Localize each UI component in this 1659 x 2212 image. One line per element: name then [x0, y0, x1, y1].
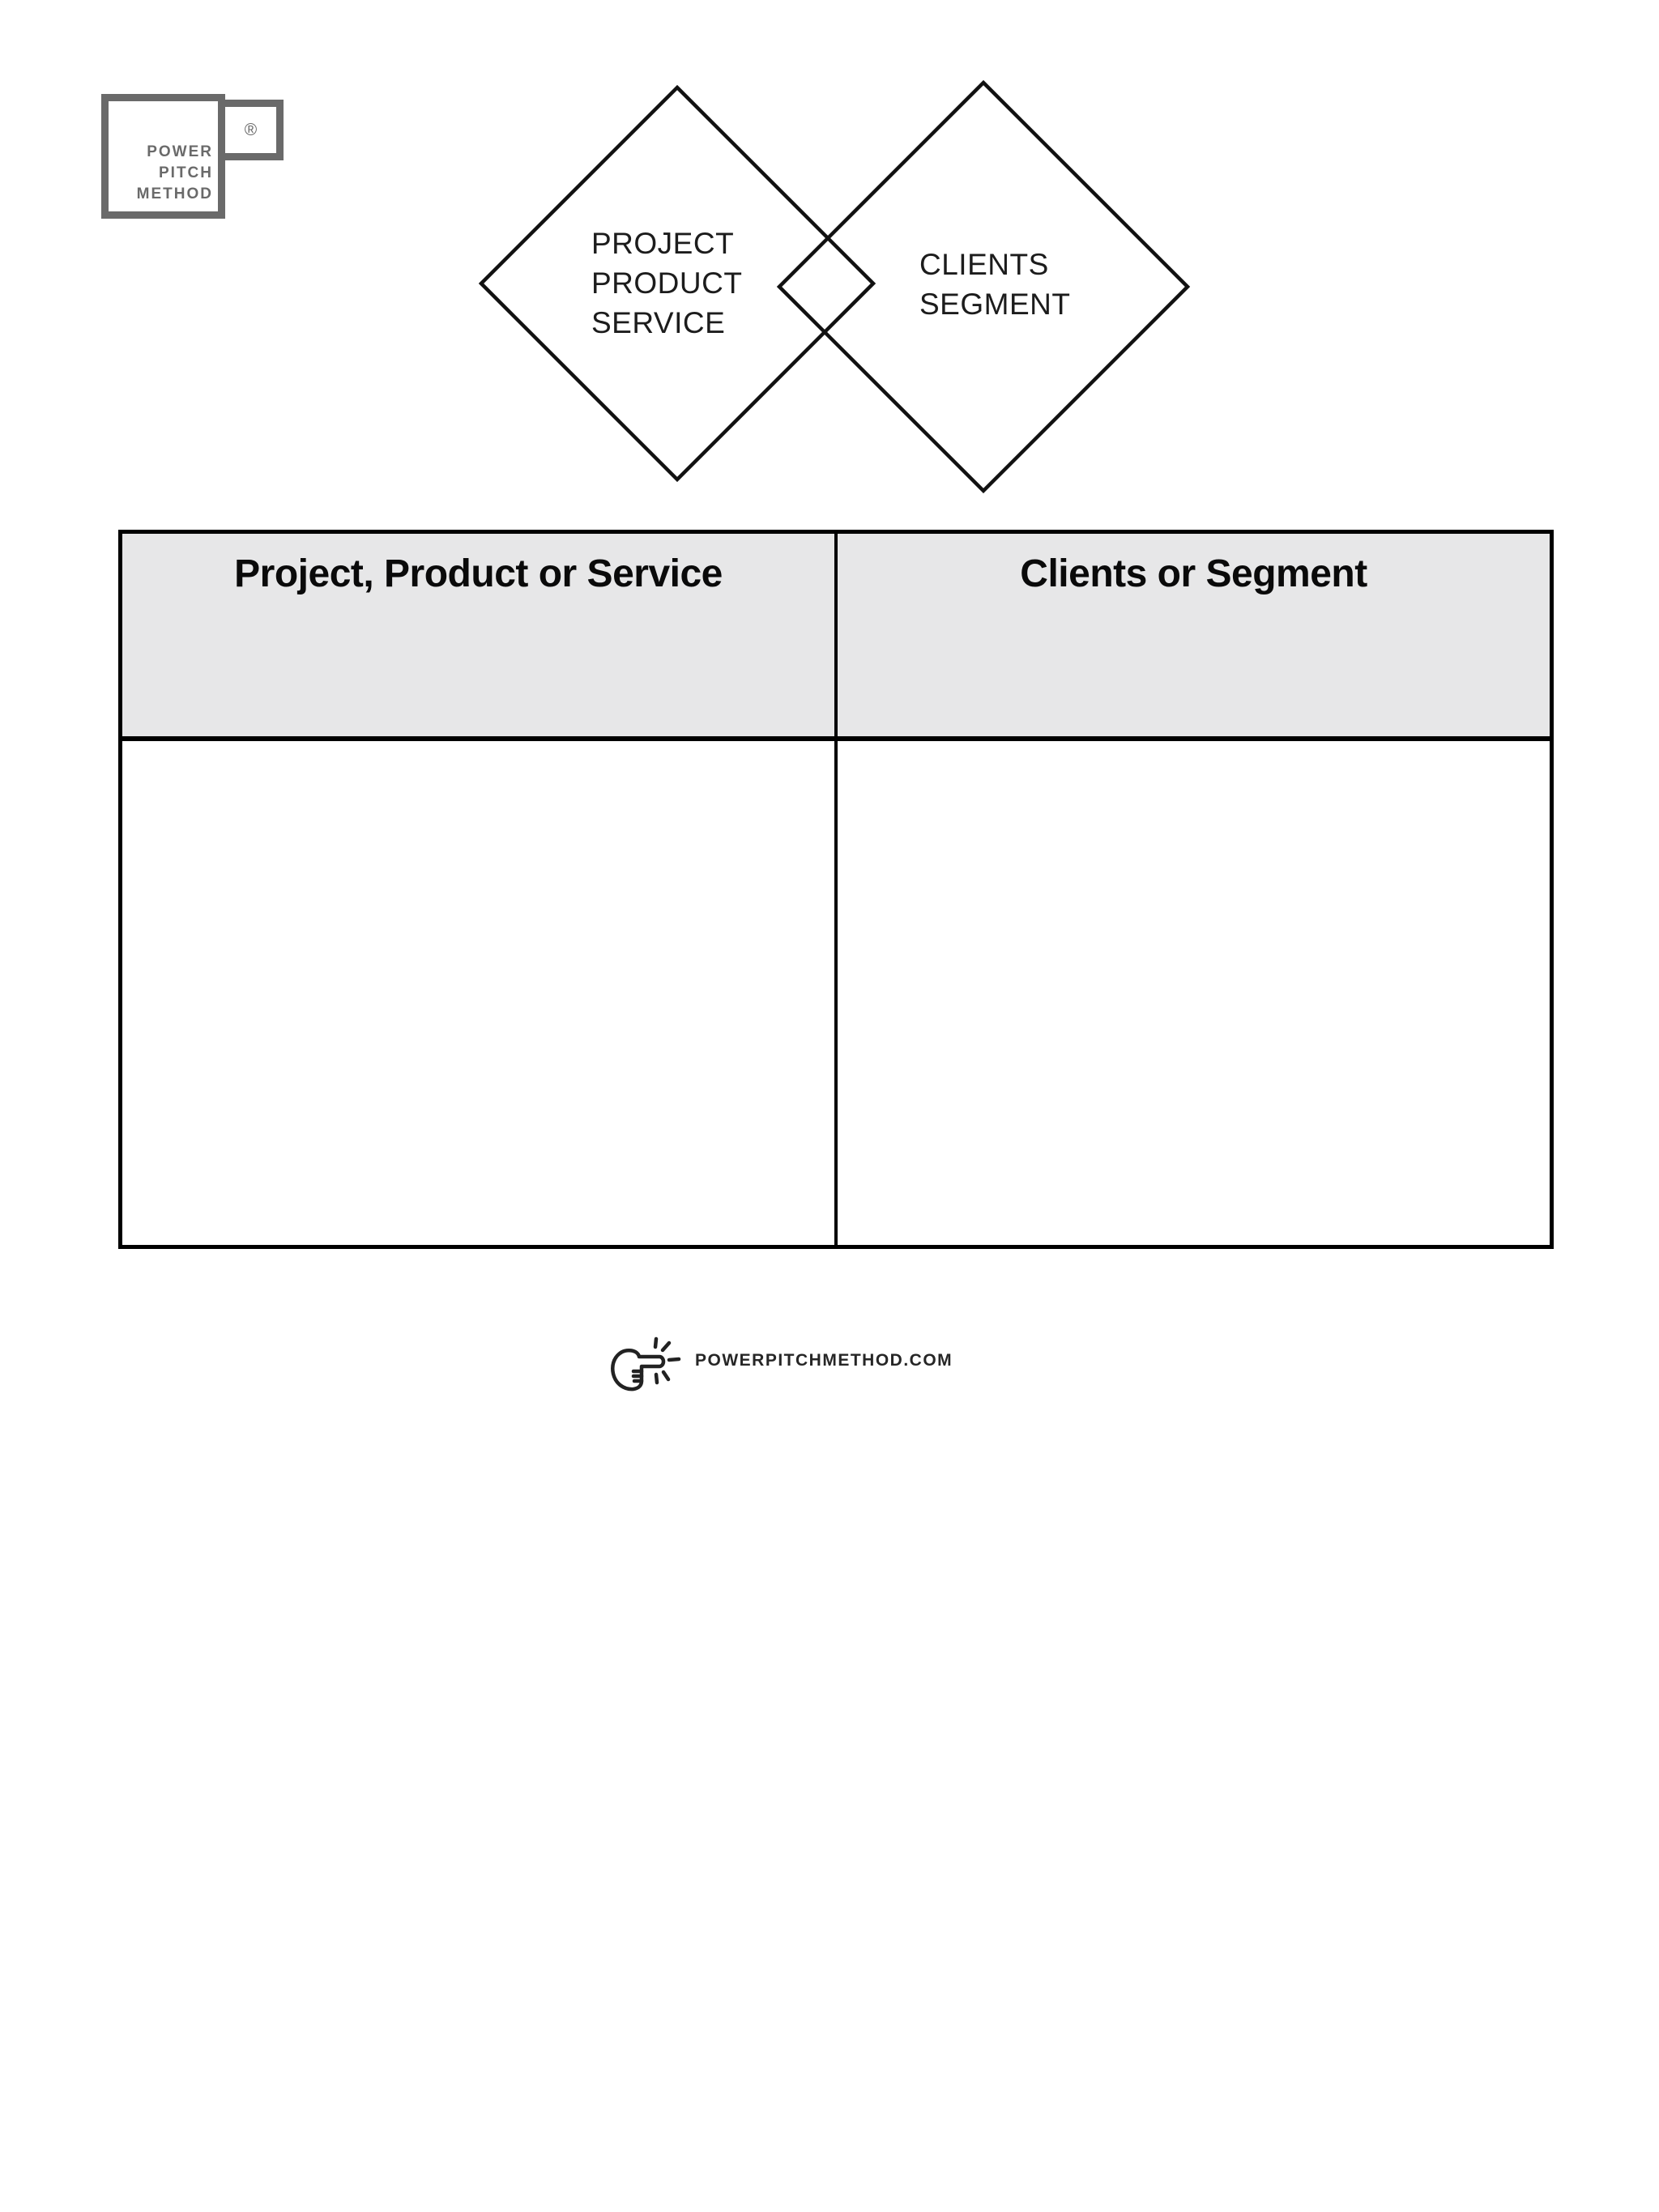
right-diamond-shape: [776, 79, 1191, 494]
table-header-project: Project, Product or Service: [122, 534, 838, 736]
table-cell-clients-input[interactable]: [838, 741, 1550, 1245]
power-pitch-method-logo: POWER PITCH METHOD ®: [101, 94, 288, 224]
logo-registered-square: ®: [218, 100, 284, 160]
worksheet-table: Project, Product or Service Clients or S…: [118, 530, 1554, 1249]
pointing-hand-icon: [611, 1336, 681, 1392]
table-header-clients: Clients or Segment: [1020, 552, 1367, 595]
diamonds-diagram: [478, 79, 1191, 494]
table-cell-project-input[interactable]: [122, 741, 838, 1245]
footer-site-link[interactable]: POWERPITCHMETHOD.COM: [695, 1351, 953, 1370]
logo-line-power: POWER: [147, 143, 213, 160]
footer-brand: POWERPITCHMETHOD.COM: [608, 1336, 953, 1396]
logo-main-square: POWER PITCH METHOD: [101, 94, 225, 219]
table-header-row: Project, Product or Service Clients or S…: [122, 534, 1550, 741]
table-body-row: [122, 741, 1550, 1245]
logo-line-method: METHOD: [136, 185, 213, 202]
logo-line-pitch: PITCH: [159, 164, 213, 181]
registered-trademark-icon: ®: [244, 121, 258, 139]
left-diamond-label: PROJECT PRODUCT SERVICE: [591, 227, 743, 339]
left-diamond-shape: [478, 84, 876, 483]
right-diamond-label: CLIENTS SEGMENT: [919, 248, 1071, 321]
